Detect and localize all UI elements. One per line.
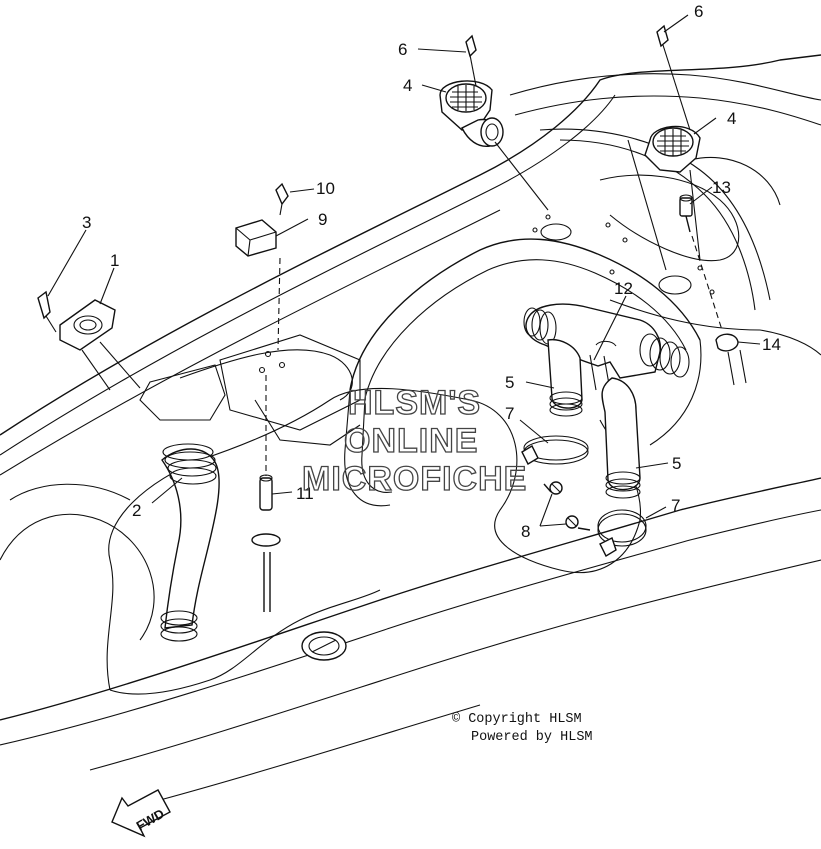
lead-4b-b <box>689 169 701 261</box>
compartment-outline <box>106 334 641 695</box>
callout-12: 12 <box>614 279 633 298</box>
deck-frame <box>344 238 702 507</box>
fwd-arrow: FWD <box>111 789 171 838</box>
callout-6-right: 6 <box>694 2 703 21</box>
callout-9: 9 <box>318 210 327 229</box>
lead-4b-a <box>627 139 667 271</box>
part-6-rivet-left <box>465 34 477 87</box>
callout-5-left: 5 <box>505 373 514 392</box>
watermark: HLSM'S ONLINE MICROFICHE <box>301 383 527 498</box>
part-1-vent-grommet <box>59 299 141 391</box>
callout-2: 2 <box>132 501 141 520</box>
callout-7-lower: 7 <box>671 496 680 515</box>
part-10-rivet <box>275 182 289 216</box>
callout-11: 11 <box>296 484 314 503</box>
callout-13: 13 <box>712 178 731 197</box>
part-8-screws <box>543 481 591 531</box>
callout-5-right: 5 <box>672 454 681 473</box>
drain-cap <box>301 631 347 661</box>
part-13-fitting <box>679 194 693 233</box>
watermark-line-3: MICROFICHE <box>302 460 527 498</box>
part-12-t-duct <box>523 303 690 391</box>
callout-4-front: 4 <box>727 109 736 128</box>
lead-4a-hose <box>494 141 549 211</box>
part-7-band-upper <box>521 435 589 465</box>
part-7-band-lower <box>597 509 647 557</box>
part-3-rivet <box>37 290 57 333</box>
watermark-line-1: HLSM'S <box>348 384 481 422</box>
part-4-vent-cover-rear <box>439 80 504 147</box>
callout-14: 14 <box>762 335 781 354</box>
callout-7-upper: 7 <box>505 404 514 423</box>
part-11-plug <box>251 474 281 612</box>
callout-4-rear: 4 <box>403 76 412 95</box>
callout-leaders <box>47 14 761 527</box>
copyright-line-2: Powered by HLSM <box>471 730 593 745</box>
watermark-line-2: ONLINE <box>344 422 478 460</box>
part-5-hose-left <box>547 338 583 417</box>
callout-3: 3 <box>82 213 91 232</box>
part-5-hose-right <box>601 377 641 499</box>
deck-holes <box>258 214 715 374</box>
dash-13 <box>691 235 723 331</box>
part-6-rivet-right <box>656 24 691 131</box>
part-14-clip <box>715 333 747 386</box>
copyright-line-1: © Copyright HLSM <box>452 712 582 727</box>
part-2-vent-hose <box>160 443 220 642</box>
callout-8: 8 <box>521 522 530 541</box>
callout-numbers: 1 2 3 4 4 5 5 6 6 7 7 8 9 10 11 12 13 14 <box>82 2 781 541</box>
hull-outline <box>0 54 821 801</box>
copyright: © Copyright HLSM Powered by HLSM <box>452 712 593 745</box>
callout-1: 1 <box>110 251 119 270</box>
dash-9 <box>277 257 281 351</box>
part-9-holder <box>235 219 277 257</box>
callout-10: 10 <box>316 179 335 198</box>
callout-6-left: 6 <box>398 40 407 59</box>
part-4-vent-cover-front <box>644 125 701 173</box>
